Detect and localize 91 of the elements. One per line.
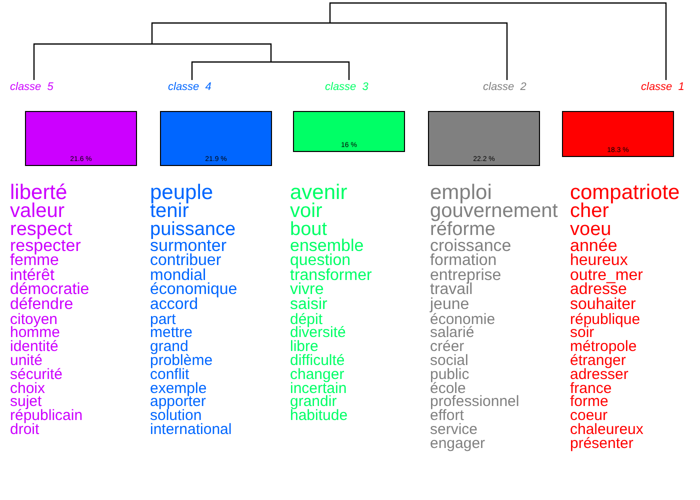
word: social bbox=[430, 354, 468, 368]
word: droit bbox=[10, 423, 40, 437]
word: sujet bbox=[10, 395, 42, 410]
word: compatriote bbox=[570, 183, 680, 202]
class-label: classe 2 bbox=[483, 80, 526, 94]
word: travail bbox=[430, 283, 473, 298]
word: forme bbox=[570, 395, 608, 410]
word: outre_mer bbox=[570, 268, 644, 284]
word: jeune bbox=[430, 298, 470, 313]
word: soir bbox=[570, 326, 594, 340]
word: tenir bbox=[150, 202, 189, 221]
word: citoyen bbox=[10, 312, 58, 326]
word: intérêt bbox=[10, 268, 54, 284]
word: dépit bbox=[290, 312, 323, 326]
word: voeu bbox=[570, 220, 612, 238]
word: métropole bbox=[570, 340, 638, 354]
word: économique bbox=[150, 283, 238, 298]
word: heureux bbox=[570, 254, 629, 269]
word: public bbox=[430, 368, 470, 382]
word: professionnel bbox=[430, 395, 520, 410]
class-label: classe 5 bbox=[10, 80, 54, 94]
word: ensemble bbox=[290, 238, 365, 254]
word: france bbox=[570, 382, 613, 396]
word: solution bbox=[150, 409, 202, 424]
word: engager bbox=[430, 436, 486, 451]
word: femme bbox=[10, 254, 59, 269]
word: défendre bbox=[10, 298, 74, 313]
word: adresse bbox=[570, 283, 627, 298]
word: habitude bbox=[290, 409, 349, 424]
word: mettre bbox=[150, 326, 194, 340]
word: croissance bbox=[430, 238, 512, 254]
word: république bbox=[570, 312, 642, 326]
word: choix bbox=[10, 382, 46, 396]
word: accord bbox=[150, 298, 198, 313]
word: problème bbox=[150, 354, 214, 368]
word: respecter bbox=[10, 238, 82, 254]
word: emploi bbox=[430, 183, 493, 202]
word: avenir bbox=[290, 183, 348, 202]
word: grandir bbox=[290, 395, 337, 410]
word: unité bbox=[10, 354, 43, 368]
word: entreprise bbox=[430, 268, 502, 284]
class-label: classe 3 bbox=[325, 80, 368, 94]
class-label: classe 4 bbox=[168, 80, 212, 94]
word: changer bbox=[290, 368, 344, 382]
word: voir bbox=[290, 202, 322, 221]
class-label: classe 1 bbox=[641, 80, 684, 94]
word: étranger bbox=[570, 354, 626, 368]
word: sécurité bbox=[10, 368, 64, 382]
word: formation bbox=[430, 254, 497, 269]
word: surmonter bbox=[150, 238, 227, 254]
word: libre bbox=[290, 340, 318, 354]
word: puissance bbox=[150, 220, 237, 238]
word: présenter bbox=[570, 436, 634, 451]
word: international bbox=[150, 423, 233, 437]
word: contribuer bbox=[150, 254, 222, 269]
word: conflit bbox=[150, 368, 190, 382]
word: bout bbox=[290, 220, 327, 238]
word: part bbox=[150, 312, 176, 326]
word: créer bbox=[430, 340, 464, 354]
word: salarié bbox=[430, 326, 474, 340]
word: difficulté bbox=[290, 354, 346, 368]
word: républicain bbox=[10, 409, 84, 424]
word: cher bbox=[570, 202, 609, 221]
word: effort bbox=[430, 409, 464, 424]
word: adresser bbox=[570, 368, 630, 382]
word: réforme bbox=[430, 220, 496, 238]
word: peuple bbox=[150, 183, 214, 202]
word: identité bbox=[10, 340, 60, 354]
word: service bbox=[430, 423, 479, 437]
word: exemple bbox=[150, 382, 208, 396]
word: respect bbox=[10, 220, 74, 238]
word: liberté bbox=[10, 183, 68, 202]
word: souhaiter bbox=[570, 298, 637, 313]
word: question bbox=[290, 254, 350, 269]
word: diversité bbox=[290, 326, 347, 340]
word: homme bbox=[10, 326, 62, 340]
word: apporter bbox=[150, 395, 207, 410]
word: démocratie bbox=[10, 283, 90, 298]
word: saisir bbox=[290, 298, 328, 313]
word: chaleureux bbox=[570, 423, 644, 437]
word: vivre bbox=[290, 283, 324, 298]
word: gouvernement bbox=[430, 202, 558, 221]
word: incertain bbox=[290, 382, 348, 396]
word: mondial bbox=[150, 268, 206, 284]
word: coeur bbox=[570, 409, 608, 424]
word: grand bbox=[150, 340, 188, 354]
word: école bbox=[430, 382, 466, 396]
word: valeur bbox=[10, 202, 66, 221]
word: année bbox=[570, 238, 618, 254]
word: économie bbox=[430, 312, 496, 326]
word: transformer bbox=[290, 268, 372, 284]
